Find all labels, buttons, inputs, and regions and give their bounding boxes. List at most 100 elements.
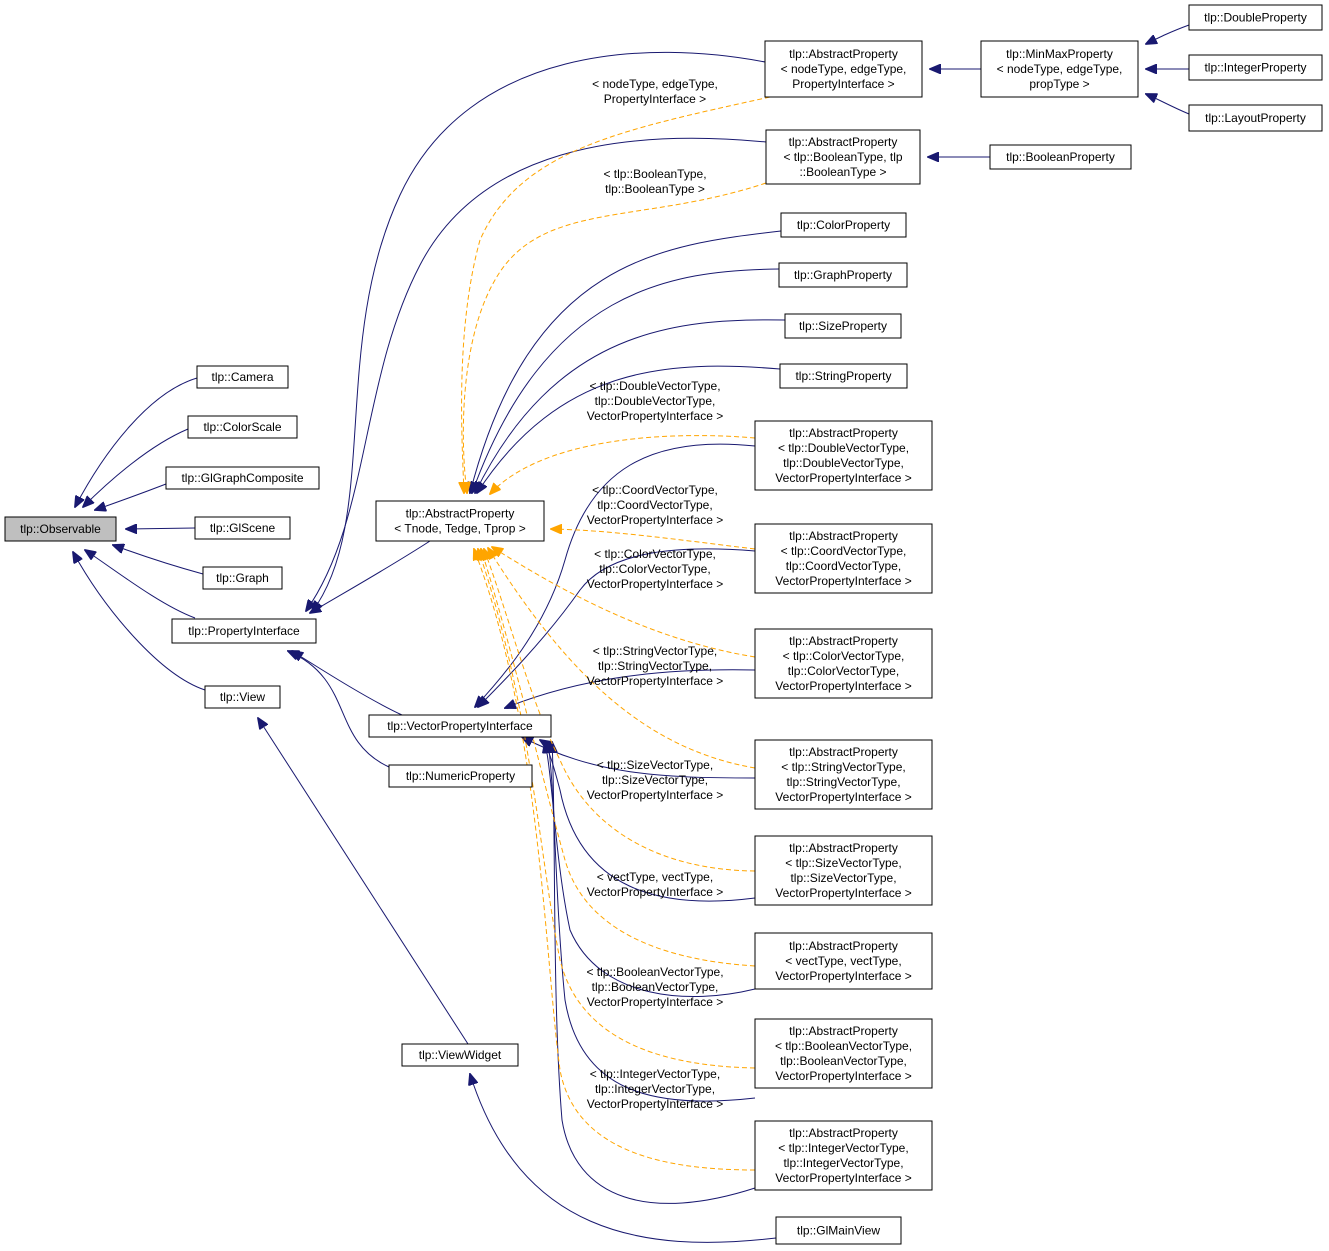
edge-label-line: < vectType, vectType,: [597, 870, 713, 884]
class-node-label-line: tlp::Observable: [20, 522, 101, 536]
class-node-ap-integervector[interactable]: tlp::AbstractProperty< tlp::IntegerVecto…: [754, 1120, 933, 1191]
class-node-label-line: tlp::AbstractProperty: [789, 47, 898, 61]
edge-camera-to-observable: [75, 377, 198, 507]
edge-ap_node_edge_pi-to-propertyinterface: [312, 51, 766, 612]
edge-label-lbl-integervector: < tlp::IntegerVectorType,tlp::IntegerVec…: [587, 1067, 723, 1111]
class-node-abstractproperty[interactable]: tlp::AbstractProperty< Tnode, Tedge, Tpr…: [375, 500, 545, 542]
class-node-label-line: tlp::AbstractProperty: [789, 1126, 898, 1140]
class-node-ap-vect[interactable]: tlp::AbstractProperty< vectType, vectTyp…: [754, 932, 933, 990]
class-node-observable[interactable]: tlp::Observable: [4, 516, 117, 542]
edge-label-lbl-boolean: < tlp::BooleanType,tlp::BooleanType >: [603, 167, 706, 196]
class-node-box: [1188, 104, 1323, 132]
class-node-label-line: < tlp::BooleanType, tlp: [783, 150, 902, 164]
edge-sizeproperty-to-abstractproperty: [475, 319, 786, 493]
class-node-box: [754, 739, 933, 810]
class-node-label: tlp::LayoutProperty: [1205, 111, 1306, 125]
class-node-label-line: tlp::AbstractProperty: [789, 841, 898, 855]
edge-label-lbl-coordvector: < tlp::CoordVectorType,tlp::CoordVectorT…: [587, 483, 723, 527]
class-node-label-line: tlp::Graph: [216, 571, 269, 585]
class-node-ap-coordvector[interactable]: tlp::AbstractProperty< tlp::CoordVectorT…: [754, 523, 933, 594]
class-node-label: tlp::SizeProperty: [799, 319, 887, 333]
class-node-label: tlp::BooleanProperty: [1006, 150, 1115, 164]
class-node-box: [165, 466, 320, 490]
class-node-minmaxproperty[interactable]: tlp::MinMaxProperty< nodeType, edgeType,…: [980, 40, 1139, 98]
class-node-colorscale[interactable]: tlp::ColorScale: [187, 415, 298, 439]
class-node-label-line: VectorPropertyInterface >: [775, 886, 911, 900]
class-node-box: [784, 313, 902, 339]
class-node-label: tlp::View: [220, 690, 265, 704]
class-node-label-line: tlp::GlMainView: [797, 1224, 880, 1238]
class-node-label: tlp::AbstractProperty< vectType, vectTyp…: [775, 939, 911, 983]
class-node-label-line: tlp::GraphProperty: [794, 268, 892, 282]
class-node-label-line: tlp::Camera: [211, 370, 273, 384]
edge-label-lbl-booleanvector: < tlp::BooleanVectorType,tlp::BooleanVec…: [586, 965, 723, 1009]
class-node-layoutproperty[interactable]: tlp::LayoutProperty: [1188, 104, 1323, 132]
class-node-doubleproperty[interactable]: tlp::DoubleProperty: [1188, 4, 1323, 31]
class-node-box: [196, 365, 289, 389]
class-node-colorproperty[interactable]: tlp::ColorProperty: [780, 212, 907, 238]
edge-label-line: VectorPropertyInterface >: [587, 577, 723, 591]
class-node-glmainview[interactable]: tlp::GlMainView: [775, 1216, 902, 1245]
class-node-booleanproperty[interactable]: tlp::BooleanProperty: [989, 144, 1132, 170]
class-node-viewwidget[interactable]: tlp::ViewWidget: [401, 1043, 519, 1067]
class-node-box: [780, 212, 907, 238]
class-node-ap-booleanvector[interactable]: tlp::AbstractProperty< tlp::BooleanVecto…: [754, 1018, 933, 1089]
edge-label-lbl-colorvector: < tlp::ColorVectorType,tlp::ColorVectorT…: [587, 547, 723, 591]
class-node-box: [754, 628, 933, 699]
class-node-vectorpropertyinterface[interactable]: tlp::VectorPropertyInterface: [368, 714, 552, 738]
class-node-label-line: VectorPropertyInterface >: [775, 1171, 911, 1185]
edge-label-lbl-sizevector: < tlp::SizeVectorType,tlp::SizeVectorTyp…: [587, 758, 723, 802]
class-node-label: tlp::PropertyInterface: [188, 624, 300, 638]
class-node-glgraphcomposite[interactable]: tlp::GlGraphComposite: [165, 466, 320, 490]
edge-ap_coordvector-to-vectorpropertyinterface: [478, 548, 756, 707]
edge-label-line: < tlp::BooleanVectorType,: [586, 965, 723, 979]
edge-label-line: < tlp::SizeVectorType,: [597, 758, 713, 772]
class-node-label-line: tlp::AbstractProperty: [789, 529, 898, 543]
class-node-label: tlp::AbstractProperty< tlp::CoordVectorT…: [775, 529, 911, 588]
class-node-label-line: tlp::LayoutProperty: [1205, 111, 1306, 125]
class-node-ap-node-edge-pi[interactable]: tlp::AbstractProperty< nodeType, edgeTyp…: [764, 40, 923, 98]
class-node-label-line: propType >: [1029, 77, 1089, 91]
class-node-box: [388, 764, 533, 788]
edge-label-lbl-stringvector: < tlp::StringVectorType,tlp::StringVecto…: [587, 644, 723, 688]
class-node-ap-stringvector[interactable]: tlp::AbstractProperty< tlp::StringVector…: [754, 739, 933, 810]
class-node-view[interactable]: tlp::View: [204, 685, 281, 709]
class-node-box: [764, 40, 923, 98]
class-node-propertyinterface[interactable]: tlp::PropertyInterface: [171, 618, 317, 644]
class-node-box: [375, 500, 545, 542]
class-node-numericproperty[interactable]: tlp::NumericProperty: [388, 764, 533, 788]
class-node-box: [187, 415, 298, 439]
class-node-label-line: tlp::AbstractProperty: [789, 135, 898, 149]
edge-label-line: tlp::SizeVectorType,: [602, 773, 708, 787]
class-node-label-line: VectorPropertyInterface >: [775, 471, 911, 485]
edges-layer: [73, 24, 1190, 1243]
class-node-ap-sizevector[interactable]: tlp::AbstractProperty< tlp::SizeVectorTy…: [754, 835, 933, 906]
class-node-label: tlp::AbstractProperty< tlp::IntegerVecto…: [775, 1126, 911, 1185]
class-node-label: tlp::NumericProperty: [406, 769, 515, 783]
edge-propertyinterface-to-observable: [85, 550, 196, 619]
class-node-camera[interactable]: tlp::Camera: [196, 365, 289, 389]
class-node-graphproperty[interactable]: tlp::GraphProperty: [778, 262, 908, 288]
class-node-ap-colorvector[interactable]: tlp::AbstractProperty< tlp::ColorVectorT…: [754, 628, 933, 699]
class-node-glscene[interactable]: tlp::GlScene: [194, 516, 291, 540]
class-node-ap-doublevector[interactable]: tlp::AbstractProperty< tlp::DoubleVector…: [754, 420, 933, 491]
class-node-label-line: tlp::SizeVectorType,: [790, 871, 896, 885]
class-node-graph[interactable]: tlp::Graph: [202, 566, 283, 590]
class-node-label-line: tlp::ViewWidget: [419, 1048, 502, 1062]
edge-viewwidget-to-view: [258, 718, 469, 1045]
edge-label-line: VectorPropertyInterface >: [587, 1097, 723, 1111]
edge-colorproperty-to-abstractproperty: [470, 230, 782, 493]
class-node-box: [765, 129, 921, 185]
class-node-stringproperty[interactable]: tlp::StringProperty: [779, 363, 908, 389]
edge-numericproperty-to-propertyinterface: [288, 651, 390, 768]
class-node-sizeproperty[interactable]: tlp::SizeProperty: [784, 313, 902, 339]
edge-ap_vect-to-abstractproperty: [481, 549, 756, 967]
class-node-label: tlp::IntegerProperty: [1204, 61, 1306, 75]
class-node-label-line: tlp::IntegerProperty: [1204, 61, 1306, 75]
edge-ap_sizevector-to-abstractproperty: [484, 549, 756, 872]
class-node-label-line: VectorPropertyInterface >: [775, 1069, 911, 1083]
class-node-ap-boolean[interactable]: tlp::AbstractProperty< tlp::BooleanType,…: [765, 129, 921, 185]
class-node-label: tlp::StringProperty: [795, 369, 891, 383]
class-node-integerproperty[interactable]: tlp::IntegerProperty: [1188, 54, 1323, 81]
class-node-label-line: < tlp::DoubleVectorType,: [778, 441, 909, 455]
